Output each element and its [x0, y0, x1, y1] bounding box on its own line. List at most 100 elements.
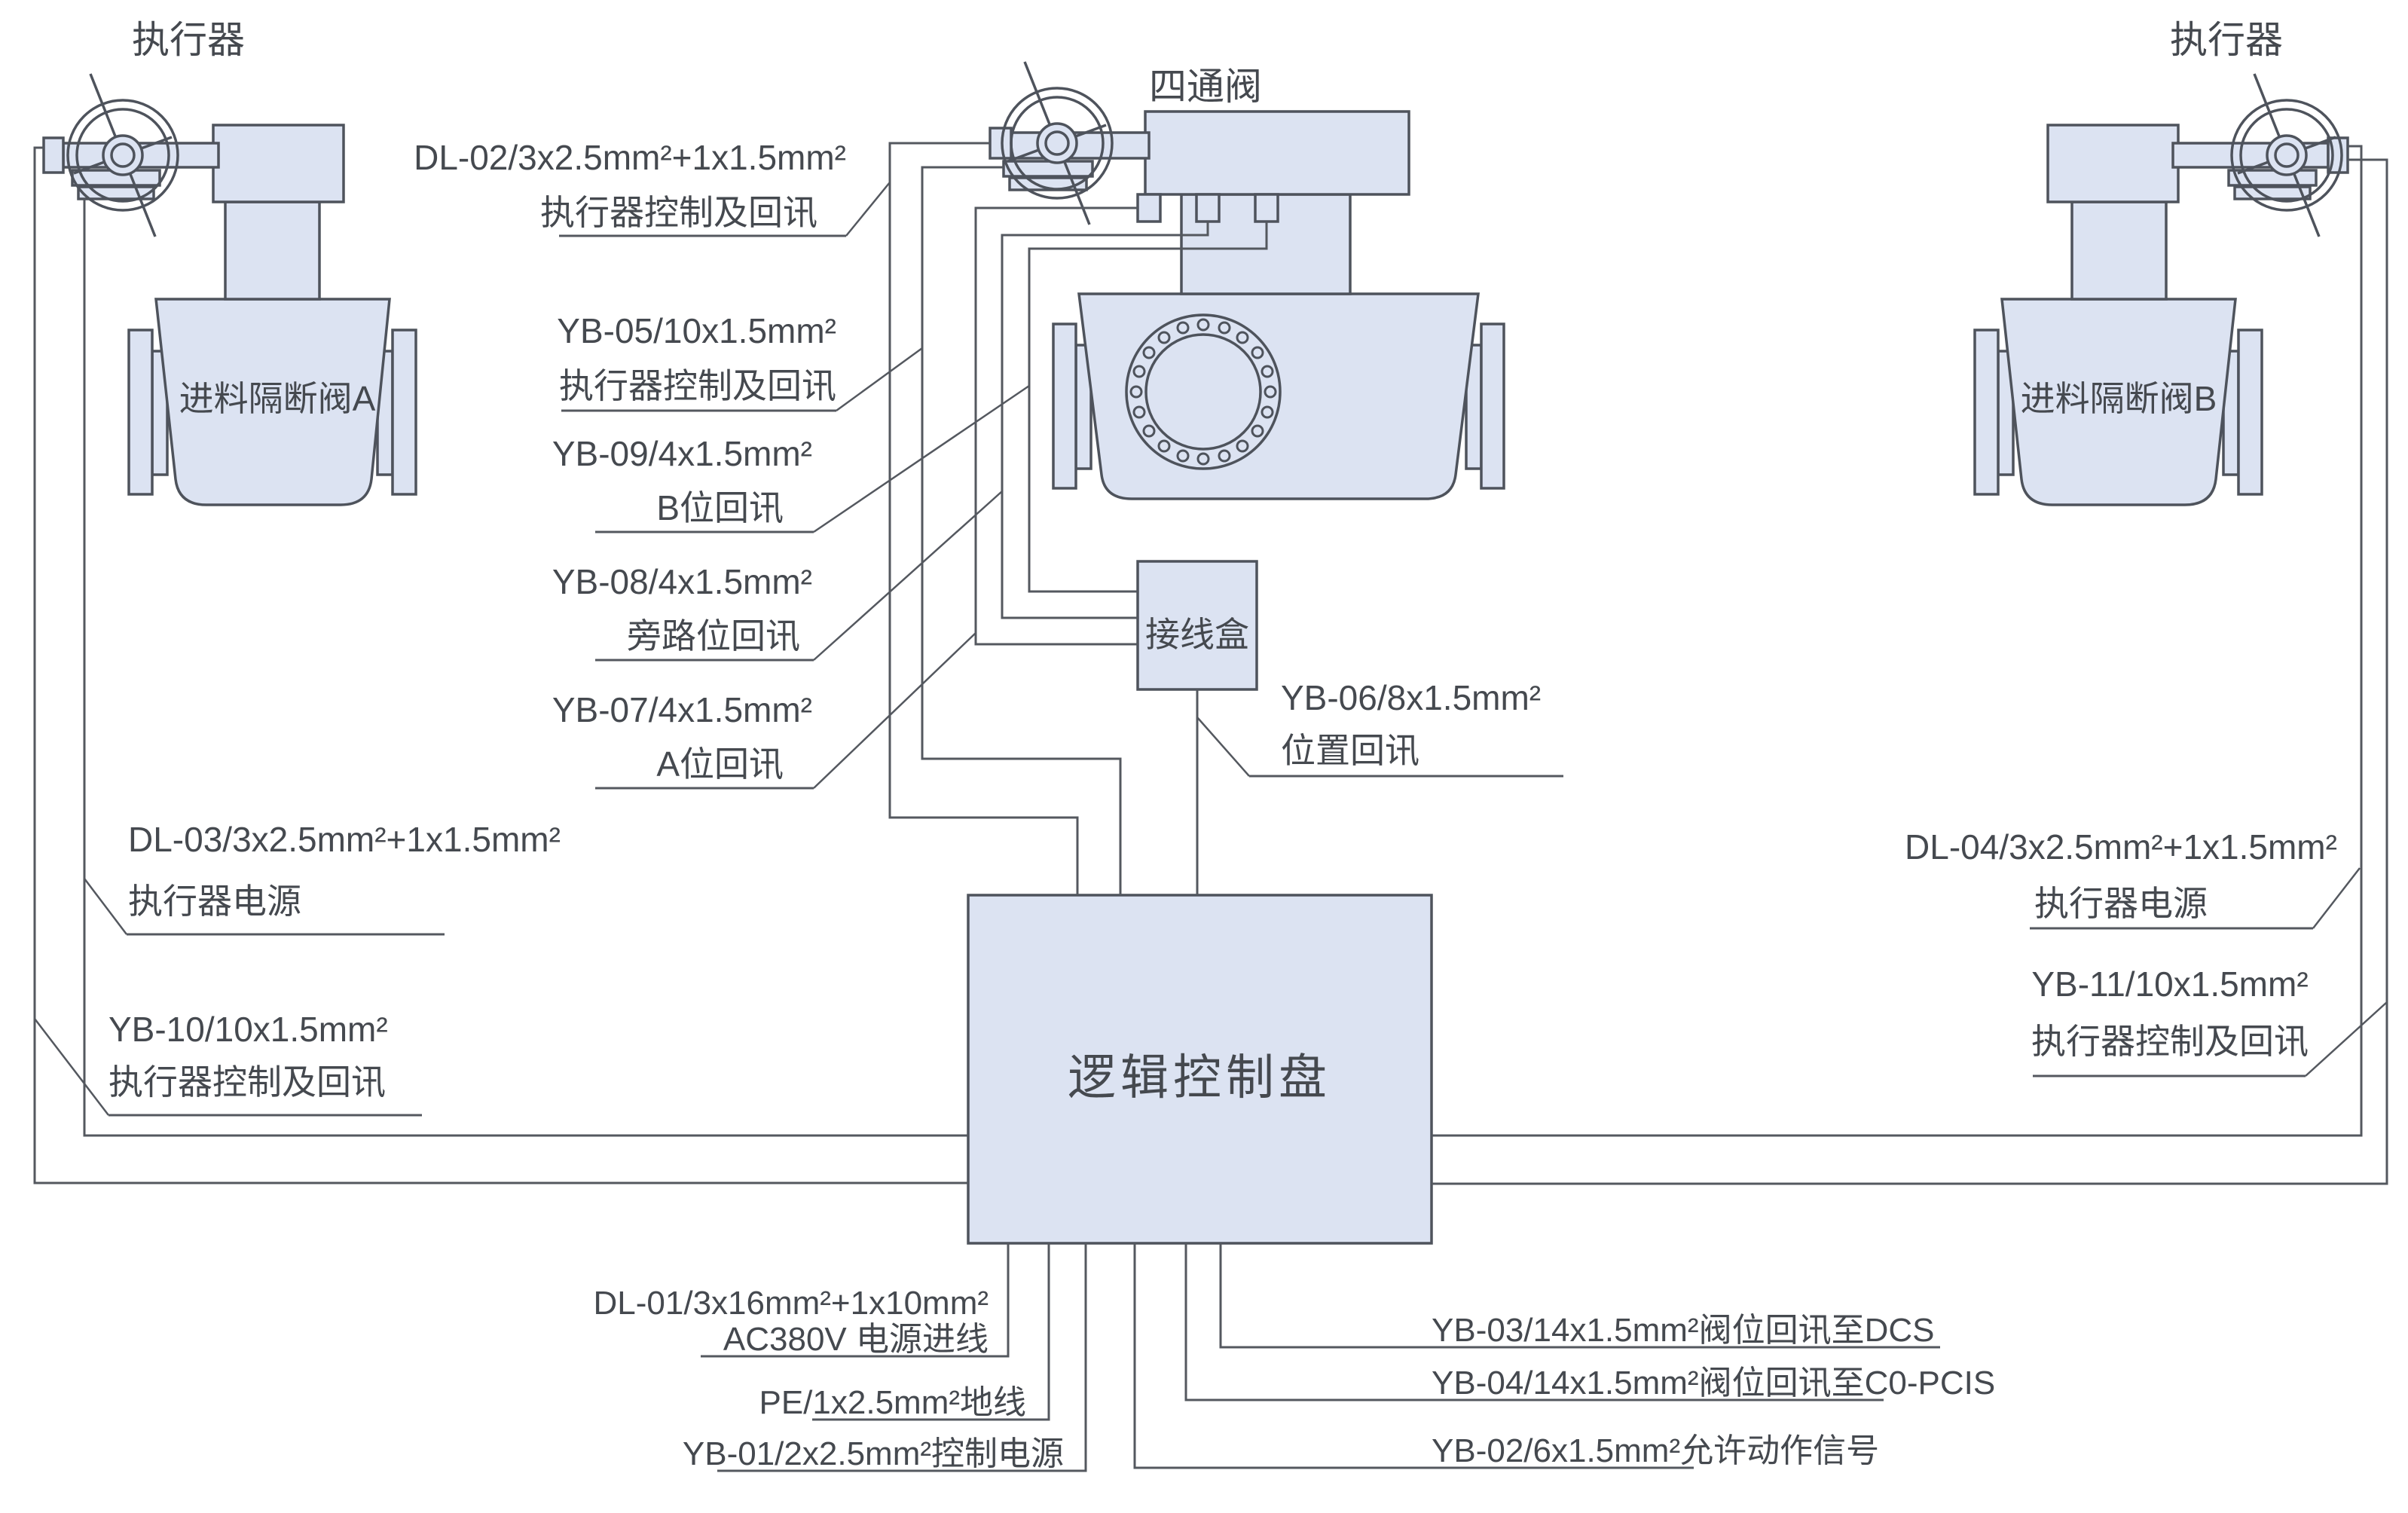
- cable-dl01-label-line2: AC380V 电源进线: [723, 1321, 989, 1358]
- cable-yb06-label-line2: 位置回讯: [1281, 731, 1419, 770]
- valve-a-left-flange: [127, 329, 154, 496]
- cable-yb04-label: YB-04/14x1.5mm²阀位回讯至C0-PCIS: [1432, 1365, 1995, 1401]
- cable-yb06-label: YB-06/8x1.5mm² 位置回讯: [1196, 678, 1563, 778]
- cable-yb09-wire: [1028, 222, 1268, 593]
- cable-dl04-leader: [2312, 867, 2361, 929]
- actuator-a-body: [212, 124, 345, 203]
- cable-yb11-label-line2: 执行器控制及回讯: [2031, 1022, 2309, 1061]
- cable-yb04-wire: [1184, 1243, 1884, 1401]
- valve-a-assembly: 执行器 进料隔断阀A: [42, 19, 417, 506]
- cable-yb07-label-line1: YB-07/4x1.5mm²: [552, 690, 812, 729]
- cable-dl01-wire: [701, 1243, 1010, 1358]
- four-way-flange-inner: [1144, 333, 1262, 451]
- cable-yb03-wire: [1219, 1243, 1940, 1349]
- cable-yb11-wire: [1432, 158, 2388, 1185]
- cable-yb11-label: YB-11/10x1.5mm² 执行器控制及回讯: [2031, 964, 2388, 1077]
- cable-yb11-leader: [2305, 1001, 2388, 1077]
- cable-dl03-label-line1: DL-03/3x2.5mm²+1x1.5mm²: [128, 820, 561, 859]
- handwheel-center-icon: [1001, 61, 1114, 225]
- cable-yb07-leader: [813, 632, 976, 789]
- four-way-flange-bolt-holes: [1129, 318, 1277, 466]
- cable-yb06-label-line1: YB-06/8x1.5mm²: [1281, 678, 1541, 717]
- cable-yb10-wire: [33, 146, 968, 1184]
- cable-dl03-label-line2: 执行器电源: [128, 882, 301, 921]
- limit-switch-b: [1254, 193, 1279, 223]
- actuator-a-shaft-endcap: [42, 136, 65, 174]
- valve-b-left-flange: [1973, 329, 2000, 496]
- cable-yb02-wire: [1133, 1243, 1694, 1469]
- cable-yb02-label: YB-02/6x1.5mm²允许动作信号: [1432, 1432, 1879, 1469]
- cable-yb08-label-line1: YB-08/4x1.5mm²: [552, 562, 812, 601]
- actuator-b-label: 执行器: [2170, 19, 2283, 61]
- cable-yb08-label-line2: 旁路位回讯: [627, 616, 800, 656]
- cable-dl01-label-line1: DL-01/3x16mm²+1x10mm²: [594, 1285, 989, 1322]
- cable-yb07-wire: [974, 206, 1138, 646]
- cable-yb05-leader: [836, 347, 923, 412]
- cable-dl04-wire: [1432, 145, 2363, 1137]
- cable-pe-label: PE/1x2.5mm²地线: [759, 1384, 1026, 1421]
- cable-yb09-label-line2: B位回讯: [656, 488, 784, 527]
- cable-yb03-label: YB-03/14x1.5mm²阀位回讯至DCS: [1432, 1312, 1934, 1349]
- cable-dl03-leader: [84, 878, 127, 935]
- cable-dl04-label-line1: DL-04/3x2.5mm²+1x1.5mm²: [1905, 827, 2337, 867]
- cable-yb10-label-line2: 执行器控制及回讯: [108, 1062, 386, 1102]
- junction-box: [1136, 560, 1258, 691]
- cable-dl03-label: DL-03/3x2.5mm²+1x1.5mm² 执行器电源: [84, 820, 561, 936]
- cable-yb01-wire: [717, 1243, 1087, 1472]
- actuator-a-bracket-lower: [77, 185, 155, 200]
- control-panel-label: 逻辑控制盘: [1068, 1050, 1331, 1105]
- cable-dl04-label: DL-04/3x2.5mm²+1x1.5mm² 执行器电源: [1905, 827, 2361, 930]
- four-way-shaft-endcap: [989, 127, 1013, 160]
- valve-b-right-flange: [2237, 329, 2263, 496]
- limit-switch-a: [1136, 193, 1162, 223]
- valve-b-neck: [2070, 200, 2168, 301]
- cable-yb05-label-line1: YB-05/10x1.5mm²: [557, 311, 836, 350]
- cable-yb09-label: YB-09/4x1.5mm² B位回讯: [552, 384, 1030, 533]
- limit-switch-bypass: [1195, 193, 1221, 223]
- cable-dl02-leader: [845, 182, 891, 237]
- control-panel: [967, 894, 1433, 1245]
- cable-yb09-label-line1: YB-09/4x1.5mm²: [552, 434, 812, 473]
- cable-dl02-label-line1: DL-02/3x2.5mm²+1x1.5mm²: [414, 138, 846, 177]
- cable-dl02-label-line2: 执行器控制及回讯: [540, 193, 817, 232]
- cable-yb10-leader: [34, 1018, 109, 1116]
- handwheel-b-icon: [2230, 73, 2343, 237]
- valve-b-assembly: 执行器 进料隔断阀B: [1973, 19, 2349, 506]
- cable-yb01-label: YB-01/2x2.5mm²控制电源: [683, 1435, 1064, 1472]
- valve-a-label: 进料隔断阀A: [179, 379, 376, 418]
- cable-yb11-label-line1: YB-11/10x1.5mm²: [2031, 964, 2308, 1004]
- cable-yb07-label: YB-07/4x1.5mm² A位回讯: [552, 632, 976, 790]
- cable-yb08-wire: [1001, 222, 1209, 619]
- cable-yb05-wire: [921, 166, 1122, 895]
- four-way-valve-label: 四通阀: [1149, 66, 1262, 108]
- cable-yb06-leader: [1196, 717, 1250, 777]
- cable-yb10-label-line1: YB-10/10x1.5mm²: [108, 1010, 388, 1049]
- handwheel-a-icon: [66, 73, 179, 237]
- valve-a-body: [154, 298, 391, 506]
- cable-yb05-label-line2: 执行器控制及回讯: [559, 366, 836, 405]
- four-way-left-flange: [1052, 322, 1077, 490]
- cable-yb10-label: YB-10/10x1.5mm² 执行器控制及回讯: [34, 1010, 422, 1117]
- four-way-valve-body: [1077, 292, 1480, 500]
- actuator-b-body: [2046, 124, 2180, 203]
- junction-box-label: 接线盒: [1145, 615, 1249, 654]
- cable-yb09-leader: [813, 384, 1030, 533]
- cable-yb05-label: YB-05/10x1.5mm² 执行器控制及回讯: [557, 311, 923, 412]
- valve-a-right-flange: [391, 329, 417, 496]
- cable-yb07-label-line2: A位回讯: [656, 744, 784, 784]
- four-way-valve-assembly: 四通阀: [989, 61, 1505, 500]
- cable-pe-wire: [812, 1243, 1050, 1421]
- four-way-actuator-shaft: [1010, 131, 1151, 160]
- cable-dl02-wire: [888, 142, 1079, 895]
- cable-yb08-label: YB-08/4x1.5mm² 旁路位回讯: [552, 491, 1003, 662]
- cable-dl03-wire: [83, 199, 968, 1137]
- cable-yb08-leader: [813, 491, 1003, 661]
- valve-a-neck: [224, 200, 321, 301]
- valve-b-body: [2000, 298, 2237, 506]
- actuator-a-label: 执行器: [132, 19, 245, 61]
- cable-dl01-label: DL-01/3x16mm²+1x10mm² AC380V 电源进线: [594, 1285, 989, 1358]
- four-way-right-flange: [1480, 322, 1505, 490]
- cable-dl04-label-line2: 执行器电源: [2034, 884, 2208, 923]
